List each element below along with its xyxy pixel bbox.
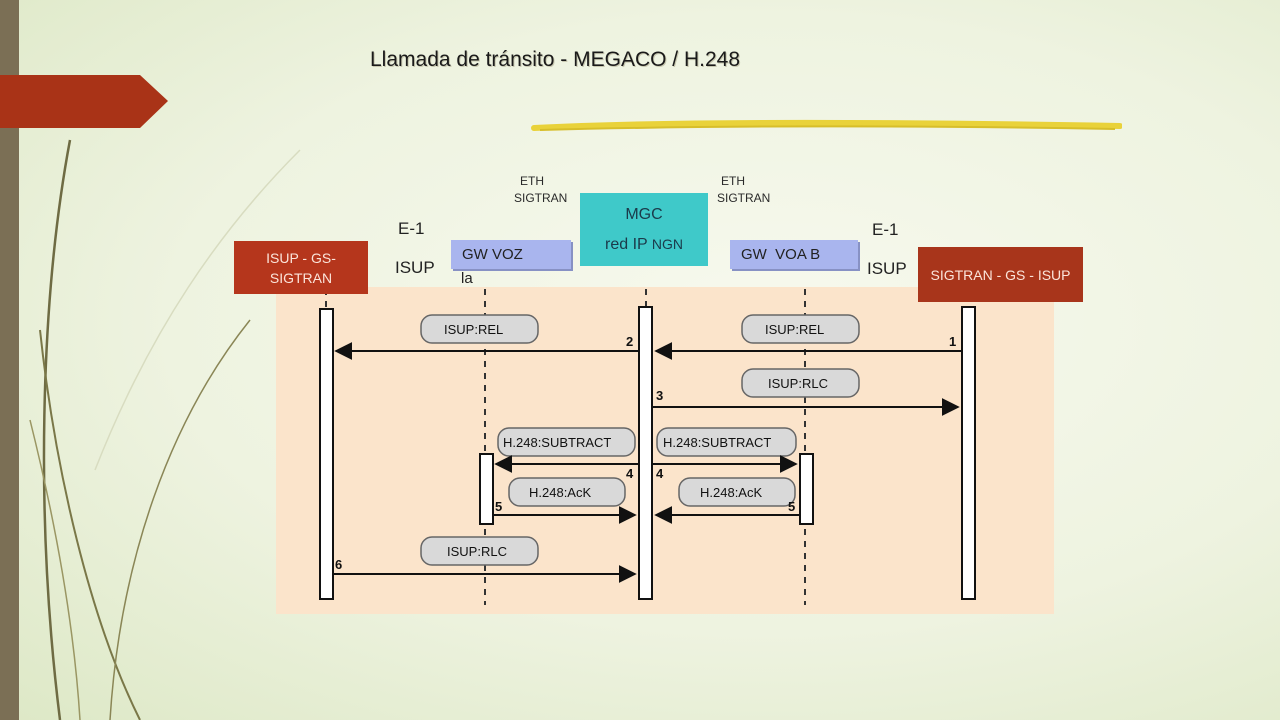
- msg-isup-rel-left: ISUP:REL: [444, 322, 503, 337]
- gw-voz-label: GW VOZ: [462, 246, 523, 263]
- eth-label-left: ETH: [520, 174, 544, 188]
- ngn-label: NGN: [651, 235, 683, 252]
- mgc-network-label: red IP NGN: [605, 236, 683, 254]
- msg-h248-subtract-right: H.248:SUBTRACT: [663, 435, 771, 450]
- pill-isup-rlc-left: [420, 536, 539, 566]
- sigtran-label-left: SIGTRAN: [514, 191, 568, 205]
- step-2: 2: [626, 334, 633, 349]
- eth-label-right: ETH: [721, 174, 745, 188]
- msg-h248-subtract-left: H.248:SUBTRACT: [503, 435, 611, 450]
- pill-h248-ack-right: [678, 477, 796, 507]
- step-1: 1: [949, 334, 956, 349]
- left-accent-bar: [0, 0, 19, 720]
- isup-gs-sigtran-box: ISUP - GS- SIGTRAN: [234, 241, 368, 294]
- gw-voa-b-box: GW VOA B: [730, 240, 858, 269]
- gw-voz-box: GW VOZ: [451, 240, 571, 269]
- isup-label-right: ISUP: [867, 259, 907, 278]
- msg-h248-ack-right: H.248:AcK: [700, 485, 762, 500]
- gw-voz-sublabel: la: [461, 270, 473, 287]
- step-3: 3: [656, 388, 663, 403]
- pill-h248-subtract-left: [497, 427, 636, 457]
- gw-voa-b-label: GW VOA B: [741, 246, 821, 263]
- mgc-label: MGC: [625, 205, 663, 223]
- msg-h248-ack-left: H.248:AcK: [529, 485, 591, 500]
- activation-gw-voa: [799, 453, 814, 525]
- step-4b: 4: [656, 466, 664, 481]
- mgc-box: MGC red IP NGN: [580, 193, 708, 266]
- isup-gs-sigtran-label: ISUP - GS- SIGTRAN: [266, 249, 336, 286]
- pill-isup-rel-left: [420, 314, 539, 344]
- step-6: 6: [335, 557, 342, 572]
- sigtran-gs-isup-box: SIGTRAN - GS - ISUP: [918, 247, 1083, 302]
- decorative-grass-lines: [29, 139, 301, 720]
- sigtran-label-right: SIGTRAN: [717, 191, 771, 205]
- msg-isup-rlc-right: ISUP:RLC: [768, 376, 828, 391]
- activation-mgc: [638, 306, 653, 600]
- title-arrow-shape: [0, 75, 168, 128]
- page-title: Llamada de tránsito - MEGACO / H.248: [370, 48, 740, 71]
- e1-label-right: E-1: [872, 220, 899, 239]
- title-underline-stroke: [531, 119, 1122, 131]
- msg-isup-rlc-left: ISUP:RLC: [447, 544, 507, 559]
- step-5b: 5: [788, 499, 795, 514]
- step-4a: 4: [626, 466, 634, 481]
- isup-label-left: ISUP: [395, 258, 435, 277]
- e1-label-left: E-1: [398, 219, 425, 238]
- activation-gw-voz: [479, 453, 494, 525]
- activation-isup-left: [319, 308, 334, 600]
- step-5a: 5: [495, 499, 502, 514]
- red-ip-label: red IP: [605, 235, 648, 253]
- sequence-diagram: ISUP:REL ISUP:REL ISUP:RLC H.248:SUBTRAC…: [319, 289, 976, 605]
- pill-isup-rlc-right: [741, 368, 860, 398]
- activation-sigtran-right: [961, 306, 976, 600]
- pill-h248-ack-left: [508, 477, 626, 507]
- pill-h248-subtract-right: [656, 427, 797, 457]
- sigtran-gs-isup-label: SIGTRAN - GS - ISUP: [930, 266, 1071, 283]
- msg-isup-rel-right: ISUP:REL: [765, 322, 824, 337]
- pill-isup-rel-right: [741, 314, 860, 344]
